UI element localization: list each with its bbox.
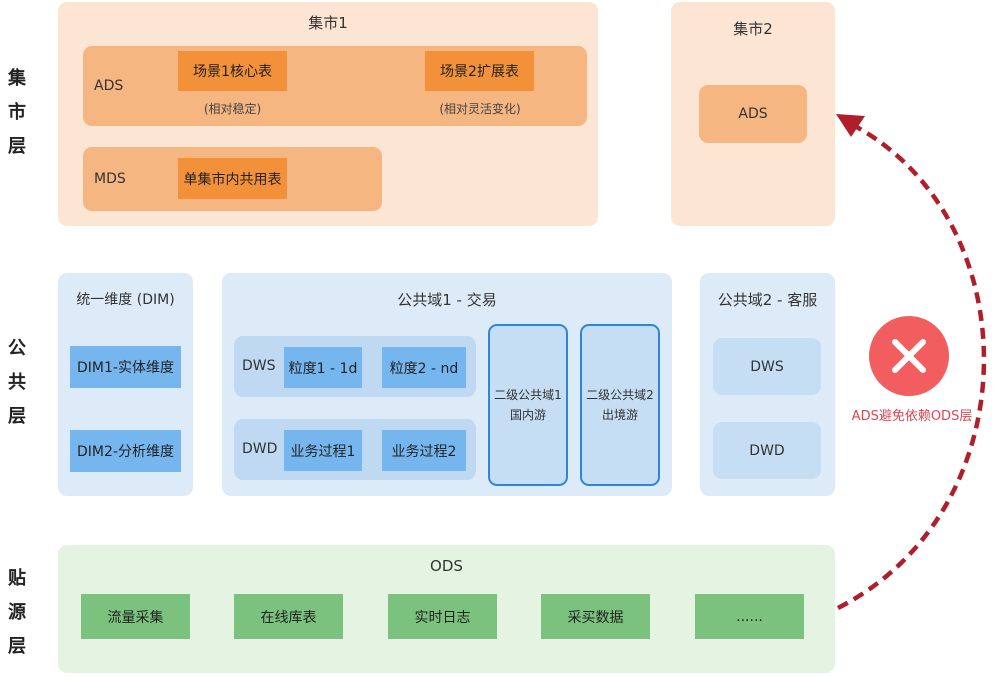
dim-entity: DIM1-实体维度: [70, 346, 181, 388]
dim-title: 统一维度 (DIM): [76, 292, 175, 308]
grain2-nd: 粒度2 - nd: [382, 347, 466, 388]
domain1-dws-row: DWS 粒度1 - 1d 粒度2 - nd: [234, 336, 476, 397]
layer-label-mart: 集 市 层: [8, 68, 26, 157]
scene2-note: (相对灵活变化): [439, 101, 521, 116]
mart1-ads-row: ADS 场景1核心表 (相对稳定) 场景2扩展表 (相对灵活变化): [83, 46, 587, 126]
sub-domain-domestic-title: 二级公共域1: [494, 388, 562, 402]
scene1-note: (相对稳定): [203, 101, 262, 116]
scene1-core-table: 场景1核心表: [178, 51, 287, 91]
domain2-panel: 公共域2 - 客服 DWS DWD: [700, 273, 835, 496]
sub-domain-domestic-name: 国内游: [509, 408, 546, 422]
arrow-head-icon: [836, 114, 865, 137]
mart1-title: 集市1: [308, 14, 348, 32]
ods-title: ODS: [430, 557, 463, 575]
mds-shared-table: 单集市内共用表: [178, 158, 287, 199]
layer-label-common: 公 共 层: [8, 338, 26, 427]
dim-panel: 统一维度 (DIM) DIM1-实体维度 DIM2-分析维度: [58, 273, 193, 496]
ads-ods-warning: ADS避免依赖ODS层: [851, 409, 973, 424]
domain2-dws: DWS: [713, 338, 821, 395]
domain2-dwd: DWD: [713, 422, 821, 479]
sub-domain-outbound-title: 二级公共域2: [586, 388, 654, 402]
sub-domain-outbound: 二级公共域2 出境游: [580, 324, 660, 486]
x-icon: [892, 339, 926, 373]
dws-row-label: DWS: [242, 358, 276, 374]
domain1-title: 公共域1 - 交易: [397, 291, 497, 309]
sub-domain-outbound-name: 出境游: [601, 408, 638, 422]
source-realtime-logs: 实时日志: [388, 594, 497, 639]
source-online-db-tables: 在线库表: [234, 594, 343, 639]
grain1-1d: 粒度1 - 1d: [284, 347, 362, 388]
source-traffic-collection: 流量采集: [81, 594, 190, 639]
domain2-title: 公共域2 - 客服: [717, 291, 818, 309]
dim-analysis: DIM2-分析维度: [70, 430, 181, 472]
mart1-mds-row: MDS 单集市内共用表: [83, 147, 382, 211]
mart2-ads: ADS: [699, 85, 807, 143]
ods-panel: ODS 流量采集 在线库表 实时日志 采买数据 ......: [58, 545, 835, 673]
domain1-dwd-row: DWD 业务过程1 业务过程2: [234, 419, 476, 480]
mart1-panel: 集市1 ADS 场景1核心表 (相对稳定) 场景2扩展表 (相对灵活变化) MD…: [58, 2, 598, 226]
layer-label-source: 贴 源 层: [8, 568, 26, 657]
forbidden-marker: [869, 316, 949, 396]
domain1-panel: 公共域1 - 交易 DWS 粒度1 - 1d 粒度2 - nd DWD 业务过程…: [222, 273, 672, 496]
business-process-1: 业务过程1: [284, 430, 362, 471]
mart2-panel: 集市2 ADS: [671, 2, 835, 226]
mds-row-label: MDS: [94, 171, 126, 187]
dashed-dependency-line: [836, 123, 987, 611]
ads-row-label: ADS: [94, 78, 124, 94]
dwd-row-label: DWD: [242, 441, 278, 457]
sub-domain-domestic: 二级公共域1 国内游: [488, 324, 568, 486]
source-purchased-data: 采买数据: [541, 594, 650, 639]
scene2-extension-table: 场景2扩展表: [425, 51, 534, 91]
business-process-2: 业务过程2: [382, 430, 466, 471]
mart2-title: 集市2: [733, 20, 773, 38]
source-more: ......: [695, 594, 804, 639]
